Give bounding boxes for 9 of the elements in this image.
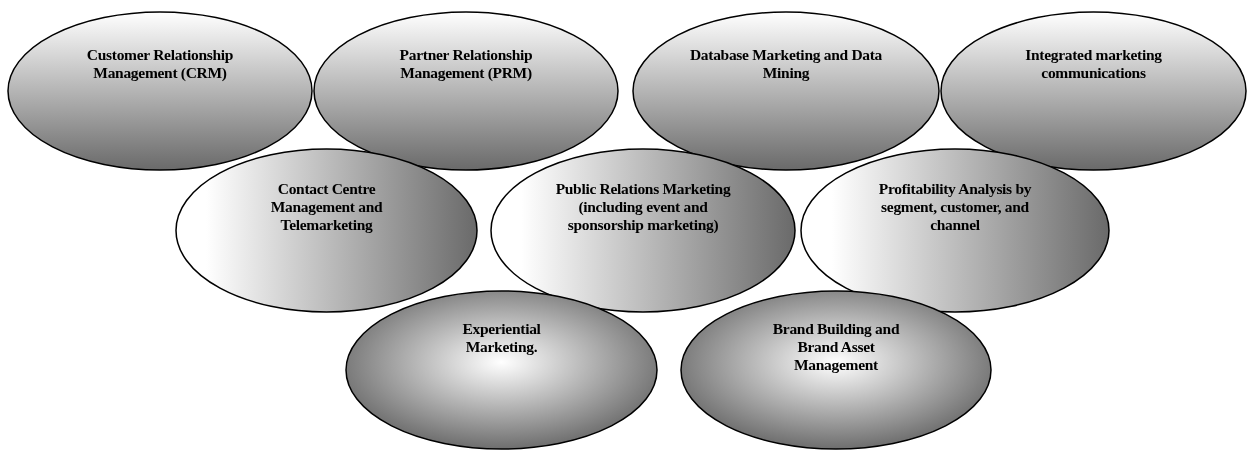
- oval-label: Brand Building and Brand Asset Management: [771, 320, 901, 374]
- oval-label: Customer Relationship Management (CRM): [85, 46, 235, 82]
- oval-label: Database Marketing and Data Mining: [688, 46, 884, 82]
- oval-label: Partner Relationship Management (PRM): [398, 46, 534, 82]
- oval-label: Contact Centre Management and Telemarketing: [269, 180, 384, 234]
- oval-label: Profitability Analysis by segment, customer, and channel: [877, 180, 1033, 234]
- oval-label: Experiential Marketing.: [461, 320, 542, 356]
- oval-label: Public Relations Marketing (including event and sponsorship marketing): [554, 180, 732, 234]
- oval-label: Integrated marketing communications: [1024, 46, 1163, 82]
